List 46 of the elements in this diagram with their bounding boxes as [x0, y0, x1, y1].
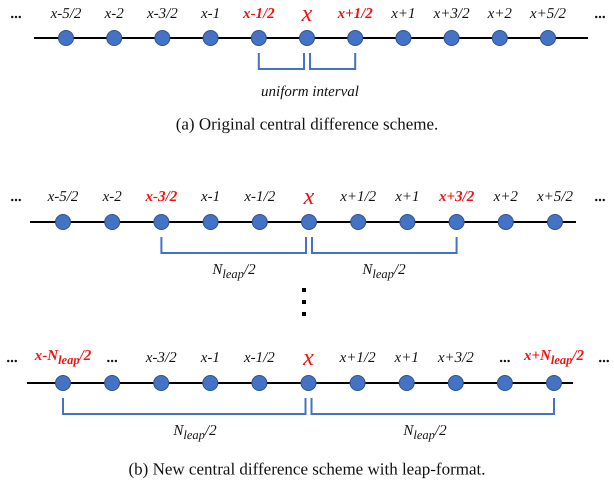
point-label: x-2 — [104, 6, 124, 22]
point-label: x+5/2 — [530, 6, 566, 22]
point-label: x+2 — [494, 188, 518, 206]
point-label: x-3/2 — [146, 350, 177, 366]
ellipsis-text: ... — [6, 350, 18, 366]
point-label: x+N$_{leap}$/2 — [524, 348, 584, 368]
point-label: x-N$_{leap}$/2 — [34, 348, 92, 368]
ellipsis-text: ... — [594, 188, 606, 206]
point-label: x-1 — [201, 6, 220, 22]
interval-label: N$_{leap}$/2 — [212, 262, 256, 282]
point-label: x-1/2 — [244, 350, 275, 366]
point-label: x+2 — [488, 6, 512, 22]
point-label: x-3/2 — [146, 188, 178, 206]
subcaption: (b) New central difference scheme with leap-format. — [128, 460, 486, 480]
point-label: x-5/2 — [50, 6, 82, 22]
point-label: x-1/2 — [242, 6, 275, 22]
point-label: x+1 — [391, 6, 416, 22]
ellipsis-text: ... — [594, 6, 606, 22]
ellipsis-text: ... — [598, 350, 610, 366]
point-label: x+1 — [394, 350, 419, 366]
ellipsis-text: ... — [106, 350, 118, 366]
point-label: x-5/2 — [48, 188, 78, 206]
point-label: x+3/2 — [438, 350, 474, 366]
subcaption: (a) Original central difference scheme. — [176, 116, 438, 134]
point-label: x+1/2 — [340, 188, 376, 206]
point-label: x-2 — [102, 188, 122, 206]
point-label: x — [304, 184, 314, 210]
point-label: x-1 — [200, 350, 220, 366]
ellipsis-text: ... — [10, 188, 22, 206]
point-label: x+1/2 — [340, 350, 376, 366]
point-label: x+1/2 — [338, 6, 373, 22]
point-label: x-1/2 — [244, 188, 276, 206]
point-label: x+5/2 — [537, 188, 573, 206]
interval-label: uniform interval — [261, 84, 359, 100]
point-label: x+3/2 — [438, 188, 474, 206]
point-label: x — [302, 0, 312, 28]
point-label: x — [303, 344, 314, 372]
interval-label: N$_{leap}$/2 — [173, 423, 217, 443]
point-label: x-1 — [201, 188, 220, 206]
interval-label: N$_{leap}$/2 — [362, 262, 406, 282]
ellipsis-text: ... — [10, 6, 22, 22]
point-label: x+1 — [395, 188, 420, 206]
point-label: x+3/2 — [434, 6, 470, 22]
point-label: x-3/2 — [146, 6, 178, 22]
ellipsis-text: ... — [499, 350, 511, 366]
interval-label: N$_{leap}$/2 — [403, 423, 447, 443]
